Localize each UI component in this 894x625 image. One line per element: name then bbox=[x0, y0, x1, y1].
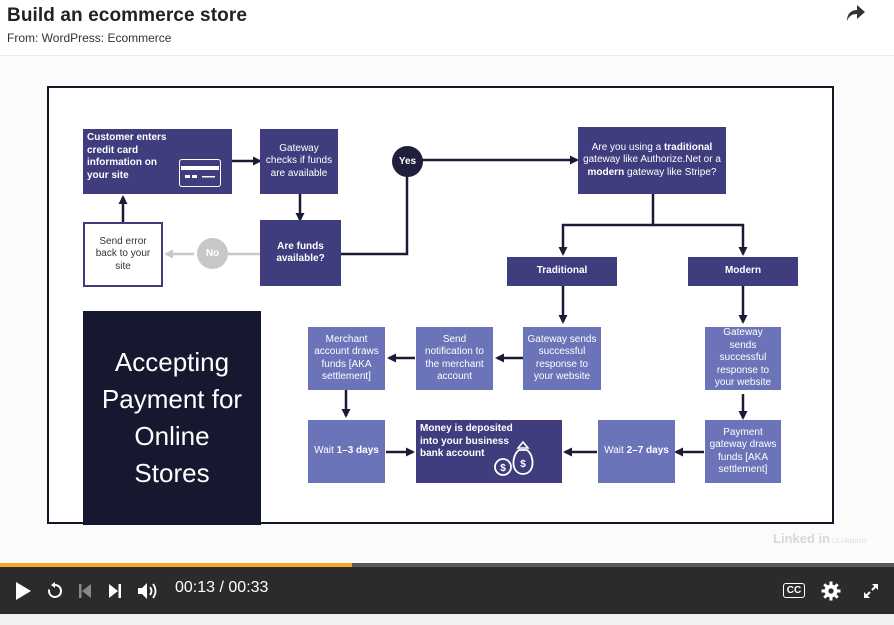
slide: Customer enters credit card information … bbox=[47, 86, 834, 525]
modern-label: Modern bbox=[724, 265, 762, 277]
wait-13-prefix: Wait bbox=[314, 445, 337, 457]
watermark-suffix: LEARNING bbox=[832, 539, 867, 545]
merchant-draws-box: Merchant account draws funds [AKA settle… bbox=[308, 327, 385, 390]
gateway-sends-traditional-text: Gateway sends successful response to you… bbox=[527, 333, 597, 383]
payment-gateway-draws-text: Payment gateway draws funds [AKA settlem… bbox=[709, 426, 777, 476]
wait-27-prefix: Wait bbox=[604, 445, 627, 457]
player-controls: 00:13 / 00:33 CC bbox=[0, 567, 894, 614]
merchant-draws-text: Merchant account draws funds [AKA settle… bbox=[314, 333, 379, 383]
progress-bar[interactable] bbox=[0, 563, 894, 567]
time-display: 00:13 / 00:33 bbox=[175, 579, 268, 597]
slide-title-line-1: Accepting bbox=[114, 347, 230, 377]
gateway-sends-modern-text: Gateway sends successful response to you… bbox=[714, 327, 772, 389]
gateway-checks-box: Gateway checks if funds are available bbox=[260, 129, 338, 194]
connector-question-to-modern bbox=[653, 223, 748, 256]
no-label: No bbox=[205, 248, 220, 259]
page-footer-strip bbox=[0, 614, 894, 625]
current-time: 00:13 bbox=[175, 579, 216, 596]
customer-enters-card-box: Customer enters credit card information … bbox=[83, 129, 232, 194]
connector-question-split bbox=[558, 194, 655, 256]
gateway-sends-traditional-box: Gateway sends successful response to you… bbox=[523, 327, 601, 390]
yes-decision-badge: Yes bbox=[392, 146, 423, 177]
gateway-type-question-box: Are you using a traditional gateway like… bbox=[578, 127, 726, 194]
wait-27-duration: 2–7 days bbox=[626, 445, 669, 457]
wait-2-7-days-box: Wait 2–7 days bbox=[598, 420, 675, 483]
question-part-2: gateway like Authorize.Net or a bbox=[583, 154, 721, 166]
wait-2-7-days-text: Wait 2–7 days bbox=[604, 445, 669, 458]
wait-13-duration: 1–3 days bbox=[336, 445, 379, 457]
send-notification-box: Send notification to the merchant accoun… bbox=[416, 327, 493, 390]
traditional-label: Traditional bbox=[536, 265, 588, 277]
money-deposited-box: Money is deposited into your business ba… bbox=[416, 420, 562, 483]
wait-1-3-days-text: Wait 1–3 days bbox=[314, 445, 379, 458]
money-bag-icon: $ $ bbox=[489, 438, 541, 478]
traditional-box: Traditional bbox=[507, 257, 617, 286]
no-decision-badge: No bbox=[197, 238, 228, 269]
video-title: Build an ecommerce store bbox=[7, 5, 247, 26]
gateway-type-question-text: Are you using a traditional gateway like… bbox=[582, 142, 722, 180]
previous-icon[interactable] bbox=[74, 567, 96, 614]
question-modern-bold: modern bbox=[587, 166, 625, 178]
course-source: From: WordPress: Ecommerce bbox=[7, 31, 172, 45]
credit-card-icon bbox=[179, 159, 221, 187]
svg-text:$: $ bbox=[500, 463, 506, 474]
svg-text:$: $ bbox=[520, 459, 526, 470]
slide-title-line-3: Online bbox=[134, 421, 210, 451]
duration: 00:33 bbox=[228, 579, 269, 596]
flowchart-connectors bbox=[118, 155, 748, 457]
send-error-text: Send error back to your site bbox=[95, 235, 151, 272]
progress-bar-fill bbox=[0, 563, 353, 567]
volume-icon[interactable] bbox=[134, 567, 162, 614]
connector-funds-to-yes bbox=[341, 175, 409, 256]
modern-box: Modern bbox=[688, 257, 798, 286]
watermark-text: Linked in bbox=[773, 531, 831, 546]
time-separator: / bbox=[215, 579, 229, 596]
fullscreen-icon[interactable] bbox=[858, 567, 884, 614]
send-notification-text: Send notification to the merchant accoun… bbox=[425, 333, 484, 383]
play-icon[interactable] bbox=[8, 567, 38, 614]
customer-enters-card-text: Customer enters credit card information … bbox=[87, 132, 167, 181]
send-error-box: Send error back to your site bbox=[83, 222, 163, 287]
gear-icon[interactable] bbox=[818, 567, 844, 614]
gateway-sends-modern-box: Gateway sends successful response to you… bbox=[705, 327, 781, 390]
wait-1-3-days-box: Wait 1–3 days bbox=[308, 420, 385, 483]
slide-title: Accepting Payment for Online Stores bbox=[88, 344, 256, 492]
slide-title-line-2: Payment for bbox=[101, 384, 243, 414]
funds-available-box: Are funds available? bbox=[260, 220, 341, 286]
slide-title-panel: Accepting Payment for Online Stores bbox=[83, 311, 261, 525]
funds-available-text: Are funds available? bbox=[276, 240, 325, 265]
replay-icon[interactable] bbox=[42, 567, 68, 614]
question-traditional-bold: traditional bbox=[663, 141, 713, 153]
payment-gateway-draws-box: Payment gateway draws funds [AKA settlem… bbox=[705, 420, 781, 483]
slide-title-line-4: Stores bbox=[134, 458, 210, 488]
question-part-3: gateway like Stripe? bbox=[624, 166, 717, 178]
gateway-checks-text: Gateway checks if funds are available bbox=[265, 142, 333, 179]
money-deposited-text: Money is deposited into your business ba… bbox=[420, 423, 513, 459]
yes-label: Yes bbox=[398, 156, 417, 167]
share-arrow-icon[interactable] bbox=[842, 2, 868, 24]
video-header: Build an ecommerce store From: WordPress… bbox=[0, 0, 894, 56]
next-icon[interactable] bbox=[104, 567, 126, 614]
cc-label: CC bbox=[782, 583, 806, 598]
question-part-1: Are you using a bbox=[591, 141, 664, 153]
closed-captions-button[interactable]: CC bbox=[780, 567, 808, 614]
video-frame[interactable]: Customer enters credit card information … bbox=[0, 57, 894, 563]
